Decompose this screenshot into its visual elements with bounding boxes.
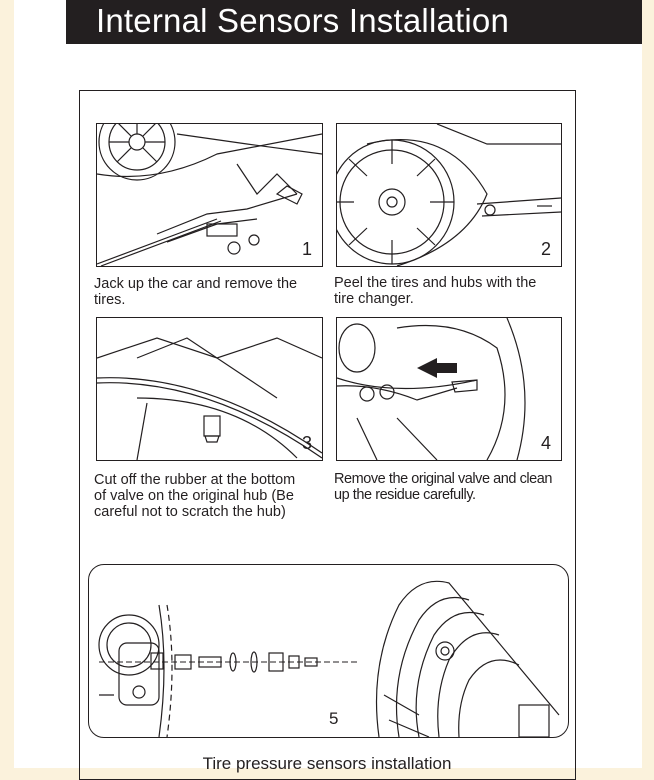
step-2-caption-line1: Peel the tires and hubs with the bbox=[334, 275, 566, 291]
remove-valve-drawing bbox=[337, 318, 561, 460]
step-5-illustration: 5 bbox=[88, 564, 569, 738]
step-2-caption-line2: tire changer. bbox=[334, 291, 566, 307]
step-3-illustration: 3 bbox=[96, 317, 323, 461]
step-3-caption-line3: careful not to scratch the hub) bbox=[94, 504, 326, 520]
step-2-caption: Peel the tires and hubs with the tire ch… bbox=[334, 275, 566, 307]
step-2-number: 2 bbox=[541, 239, 551, 260]
footer-caption: Tire pressure sensors installation bbox=[0, 754, 654, 774]
tire-changer-drawing bbox=[337, 124, 561, 266]
step-1-caption: Jack up the car and remove the tires. bbox=[94, 276, 326, 308]
step-5-number: 5 bbox=[329, 709, 338, 729]
step-4-caption-line2: up the residue carefully. bbox=[334, 487, 574, 503]
page-title: Internal Sensors Installation bbox=[66, 0, 642, 44]
step-2-illustration: 2 bbox=[336, 123, 562, 267]
step-3-caption-line2: of valve on the original hub (Be bbox=[94, 488, 326, 504]
page-title-text: Internal Sensors Installation bbox=[96, 2, 509, 39]
step-3-caption-line1: Cut off the rubber at the bottom bbox=[94, 472, 326, 488]
step-4-caption-line1: Remove the original valve and clean bbox=[334, 471, 574, 487]
step-1-caption-line1: Jack up the car and remove the bbox=[94, 276, 326, 292]
step-1-number: 1 bbox=[302, 239, 312, 260]
cut-rubber-drawing bbox=[97, 318, 322, 460]
step-3-caption: Cut off the rubber at the bottom of valv… bbox=[94, 472, 326, 520]
jack-car-drawing bbox=[97, 124, 322, 266]
step-1-illustration: 1 bbox=[96, 123, 323, 267]
step-3-number: 3 bbox=[302, 433, 312, 454]
step-4-illustration: 4 bbox=[336, 317, 562, 461]
step-1-caption-line2: tires. bbox=[94, 292, 326, 308]
step-4-caption: Remove the original valve and clean up t… bbox=[334, 471, 574, 503]
step-4-number: 4 bbox=[541, 433, 551, 454]
